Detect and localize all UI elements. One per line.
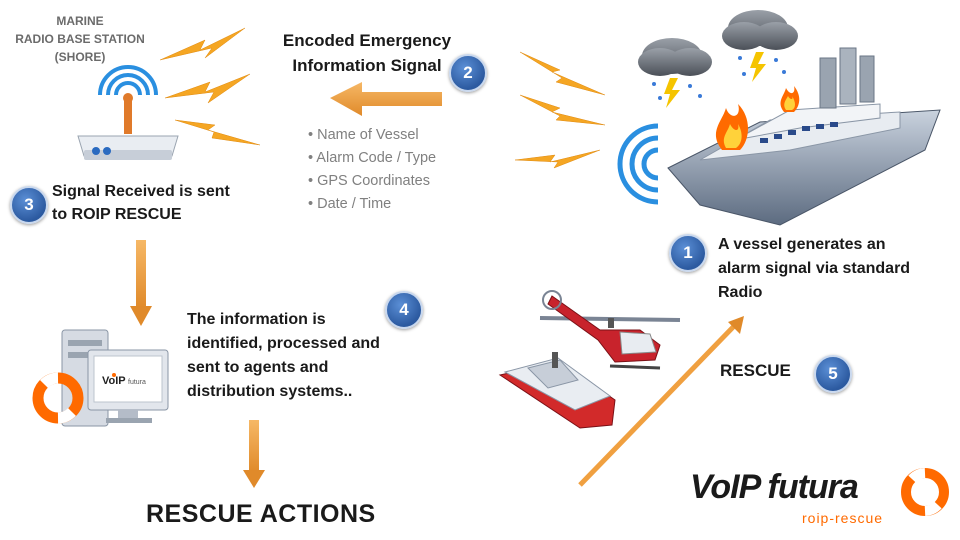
signal-fields-list: • Name of Vessel • Alarm Code / Type • G… [308,124,436,216]
flow-arrow-down [243,420,265,488]
logo-tagline: roip-rescue [802,510,884,526]
station-label-line: MARINE [56,14,104,28]
station-label-line: (SHORE) [54,50,106,64]
storm-cloud-icon [722,10,798,82]
signal-arrow [330,82,442,116]
rescue-arrow [578,316,744,487]
list-item: • GPS Coordinates [308,173,430,189]
step-1-line: Radio [718,284,763,301]
flow-arrow-down [130,240,152,326]
step-3-line: Signal Received is sent [52,183,230,200]
signal-title-line: Encoded Emergency [282,31,452,50]
lightning-bolt-icon [514,51,606,169]
life-ring-icon [32,372,84,424]
step-1-text: A vessel generates an alarm signal via s… [718,233,958,305]
radio-base-station-icon [77,65,179,160]
ship-icon [667,47,941,226]
step-3-text: Signal Received is sent to ROIP RESCUE [52,180,230,226]
step-3-badge: 3 [10,186,48,224]
base-station-label: MARINE RADIO BASE STATION (SHORE) [0,12,160,66]
step-4-line: The information is [187,311,326,328]
logo-life-ring-icon [901,468,949,516]
step-1-line: alarm signal via standard [718,260,911,277]
step-4-line: identified, processed and [187,335,380,352]
step-3-line: to ROIP RESCUE [52,206,182,223]
helicopter-icon [539,290,681,370]
storm-cloud-icon [638,38,712,108]
list-item: • Name of Vessel [308,127,419,143]
logo-brand: VoIP futura [690,468,859,506]
rescue-actions-label: RESCUE ACTIONS [146,500,376,528]
step-4-line: distribution systems.. [187,383,353,400]
ship-radio-waves-icon [617,123,659,205]
step-5-text: RESCUE [720,361,791,380]
list-item: • Date / Time [308,196,392,212]
list-item: • Alarm Code / Type [308,150,437,166]
station-label-line: RADIO BASE STATION [15,32,145,46]
step-4-text: The information is identified, processed… [187,308,417,404]
signal-title-line: Information Signal [292,56,442,75]
signal-title: Encoded Emergency Information Signal [262,28,472,78]
svg-text:futura: futura [128,379,146,386]
step-2-badge: 2 [449,54,487,92]
lightning-bolt-icon [159,27,261,146]
svg-text:VoIP: VoIP [102,375,126,387]
step-1-line: A vessel generates an [718,236,886,253]
step-4-badge: 4 [385,291,423,329]
step-1-badge: 1 [669,234,707,272]
fire-icon [715,86,800,150]
voip-futura-logo: VoIP futura roip-rescue [690,468,950,534]
step-4-line: sent to agents and [187,359,329,376]
rescue-boat-icon [498,352,616,429]
step-5-badge: 5 [814,355,852,393]
